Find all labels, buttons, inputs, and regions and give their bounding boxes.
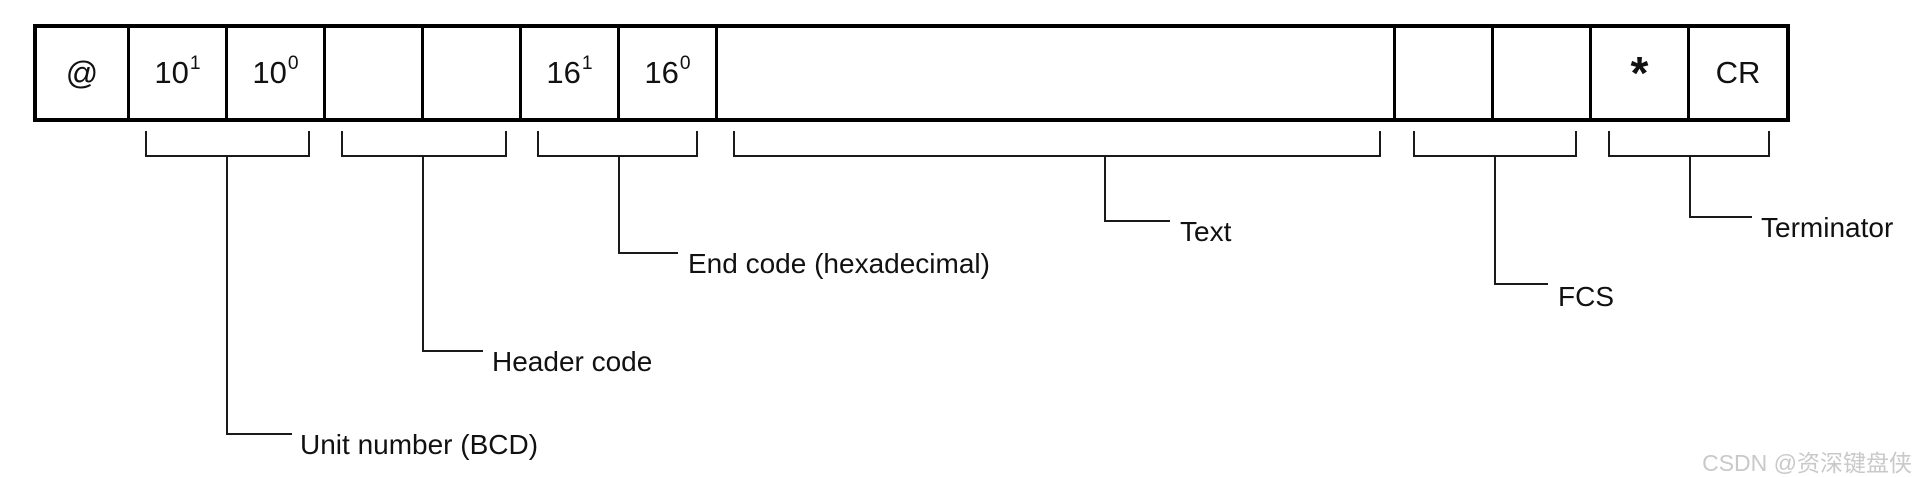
csdn-watermark: CSDN @资深键盘侠 (1702, 450, 1912, 476)
cell-base: 16 (546, 55, 581, 90)
frame-cell-at: @ (37, 28, 130, 118)
at-symbol: @ (65, 54, 99, 91)
label-fcs: FCS (1558, 281, 1614, 312)
frame-cell-asterisk: * (1592, 28, 1690, 118)
frame-cell-header-2 (424, 28, 522, 118)
label-terminator: Terminator (1761, 212, 1894, 243)
frame-cell-fcs-2 (1494, 28, 1592, 118)
frame-cell-fcs-1 (1396, 28, 1494, 118)
bracket-header-code (341, 131, 507, 157)
cell-base: 16 (644, 55, 679, 90)
cell-base: 10 (154, 55, 189, 90)
leader-line-unit-number (226, 155, 292, 435)
label-end-code: End code (hexadecimal) (688, 248, 990, 279)
bracket-unit-number (145, 131, 310, 157)
frame-cell-text (718, 28, 1396, 118)
label-header-code: Header code (492, 346, 653, 377)
cell-base: CR (1715, 55, 1761, 90)
cell-base: 10 (252, 55, 287, 90)
leader-line-terminator (1689, 155, 1752, 218)
frame-cell-header-1 (326, 28, 424, 118)
bracket-terminator (1608, 131, 1770, 157)
leader-line-text (1104, 155, 1170, 222)
leader-line-end-code (618, 155, 678, 254)
label-text: Text (1180, 216, 1232, 247)
bracket-end-code (537, 131, 698, 157)
asterisk-symbol: * (1630, 47, 1649, 99)
bracket-text (733, 131, 1381, 157)
leader-line-header-code (422, 155, 483, 352)
label-unit-number: Unit number (BCD) (300, 429, 539, 460)
frame-cell-cr: CR (1690, 28, 1786, 118)
leader-line-fcs (1494, 155, 1548, 285)
bracket-fcs (1413, 131, 1577, 157)
